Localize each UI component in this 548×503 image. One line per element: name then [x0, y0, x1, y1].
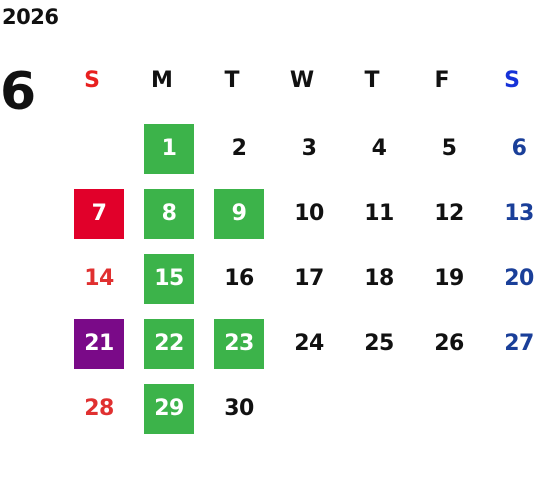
day-cell[interactable]: 17	[294, 266, 324, 291]
day-cell[interactable]: 13	[504, 201, 534, 226]
day-cell[interactable]: 26	[434, 331, 464, 356]
day-cell[interactable]: 25	[364, 331, 394, 356]
day-cell[interactable]: 6	[511, 136, 527, 161]
weekday-label: S	[504, 68, 520, 93]
weekday-label: W	[289, 68, 315, 93]
weekday-label: S	[84, 68, 100, 93]
day-cell[interactable]: 4	[371, 136, 387, 161]
month-number: 6	[0, 62, 36, 122]
day-cell[interactable]: 20	[504, 266, 534, 291]
day-cell[interactable]: 12	[434, 201, 464, 226]
day-cell[interactable]: 29	[144, 384, 194, 434]
day-cell[interactable]: 27	[504, 331, 534, 356]
day-cell[interactable]: 11	[364, 201, 394, 226]
day-cell[interactable]: 30	[224, 396, 254, 421]
weekday-label: M	[151, 68, 173, 93]
week-row: 21 22 23 24 25 26 27	[67, 319, 548, 369]
day-cell[interactable]: 23	[214, 319, 264, 369]
weekday-label: F	[434, 68, 450, 93]
day-cell[interactable]: 8	[144, 189, 194, 239]
day-cell[interactable]: 9	[214, 189, 264, 239]
year-label: 2026	[2, 5, 59, 29]
day-cell[interactable]: 24	[294, 331, 324, 356]
day-cell[interactable]: 5	[441, 136, 457, 161]
day-cell[interactable]: 10	[294, 201, 324, 226]
weekday-label: T	[224, 68, 240, 93]
day-cell[interactable]: 2	[231, 136, 247, 161]
day-cell[interactable]: 15	[144, 254, 194, 304]
day-cell[interactable]: 3	[301, 136, 317, 161]
day-cell[interactable]: 1	[144, 124, 194, 174]
day-cell[interactable]: 14	[84, 266, 114, 291]
day-cell[interactable]: 18	[364, 266, 394, 291]
day-cell[interactable]: 22	[144, 319, 194, 369]
day-cell[interactable]: 19	[434, 266, 464, 291]
day-cell[interactable]: 28	[84, 396, 114, 421]
weekday-label: T	[364, 68, 380, 93]
week-row: 14 15 16 17 18 19 20	[67, 254, 548, 304]
week-row: 1 2 3 4 5 6	[67, 124, 548, 174]
day-cell[interactable]: 16	[224, 266, 254, 291]
day-cell[interactable]: 21	[74, 319, 124, 369]
day-cell[interactable]: 7	[74, 189, 124, 239]
week-row: 28 29 30	[67, 384, 548, 434]
